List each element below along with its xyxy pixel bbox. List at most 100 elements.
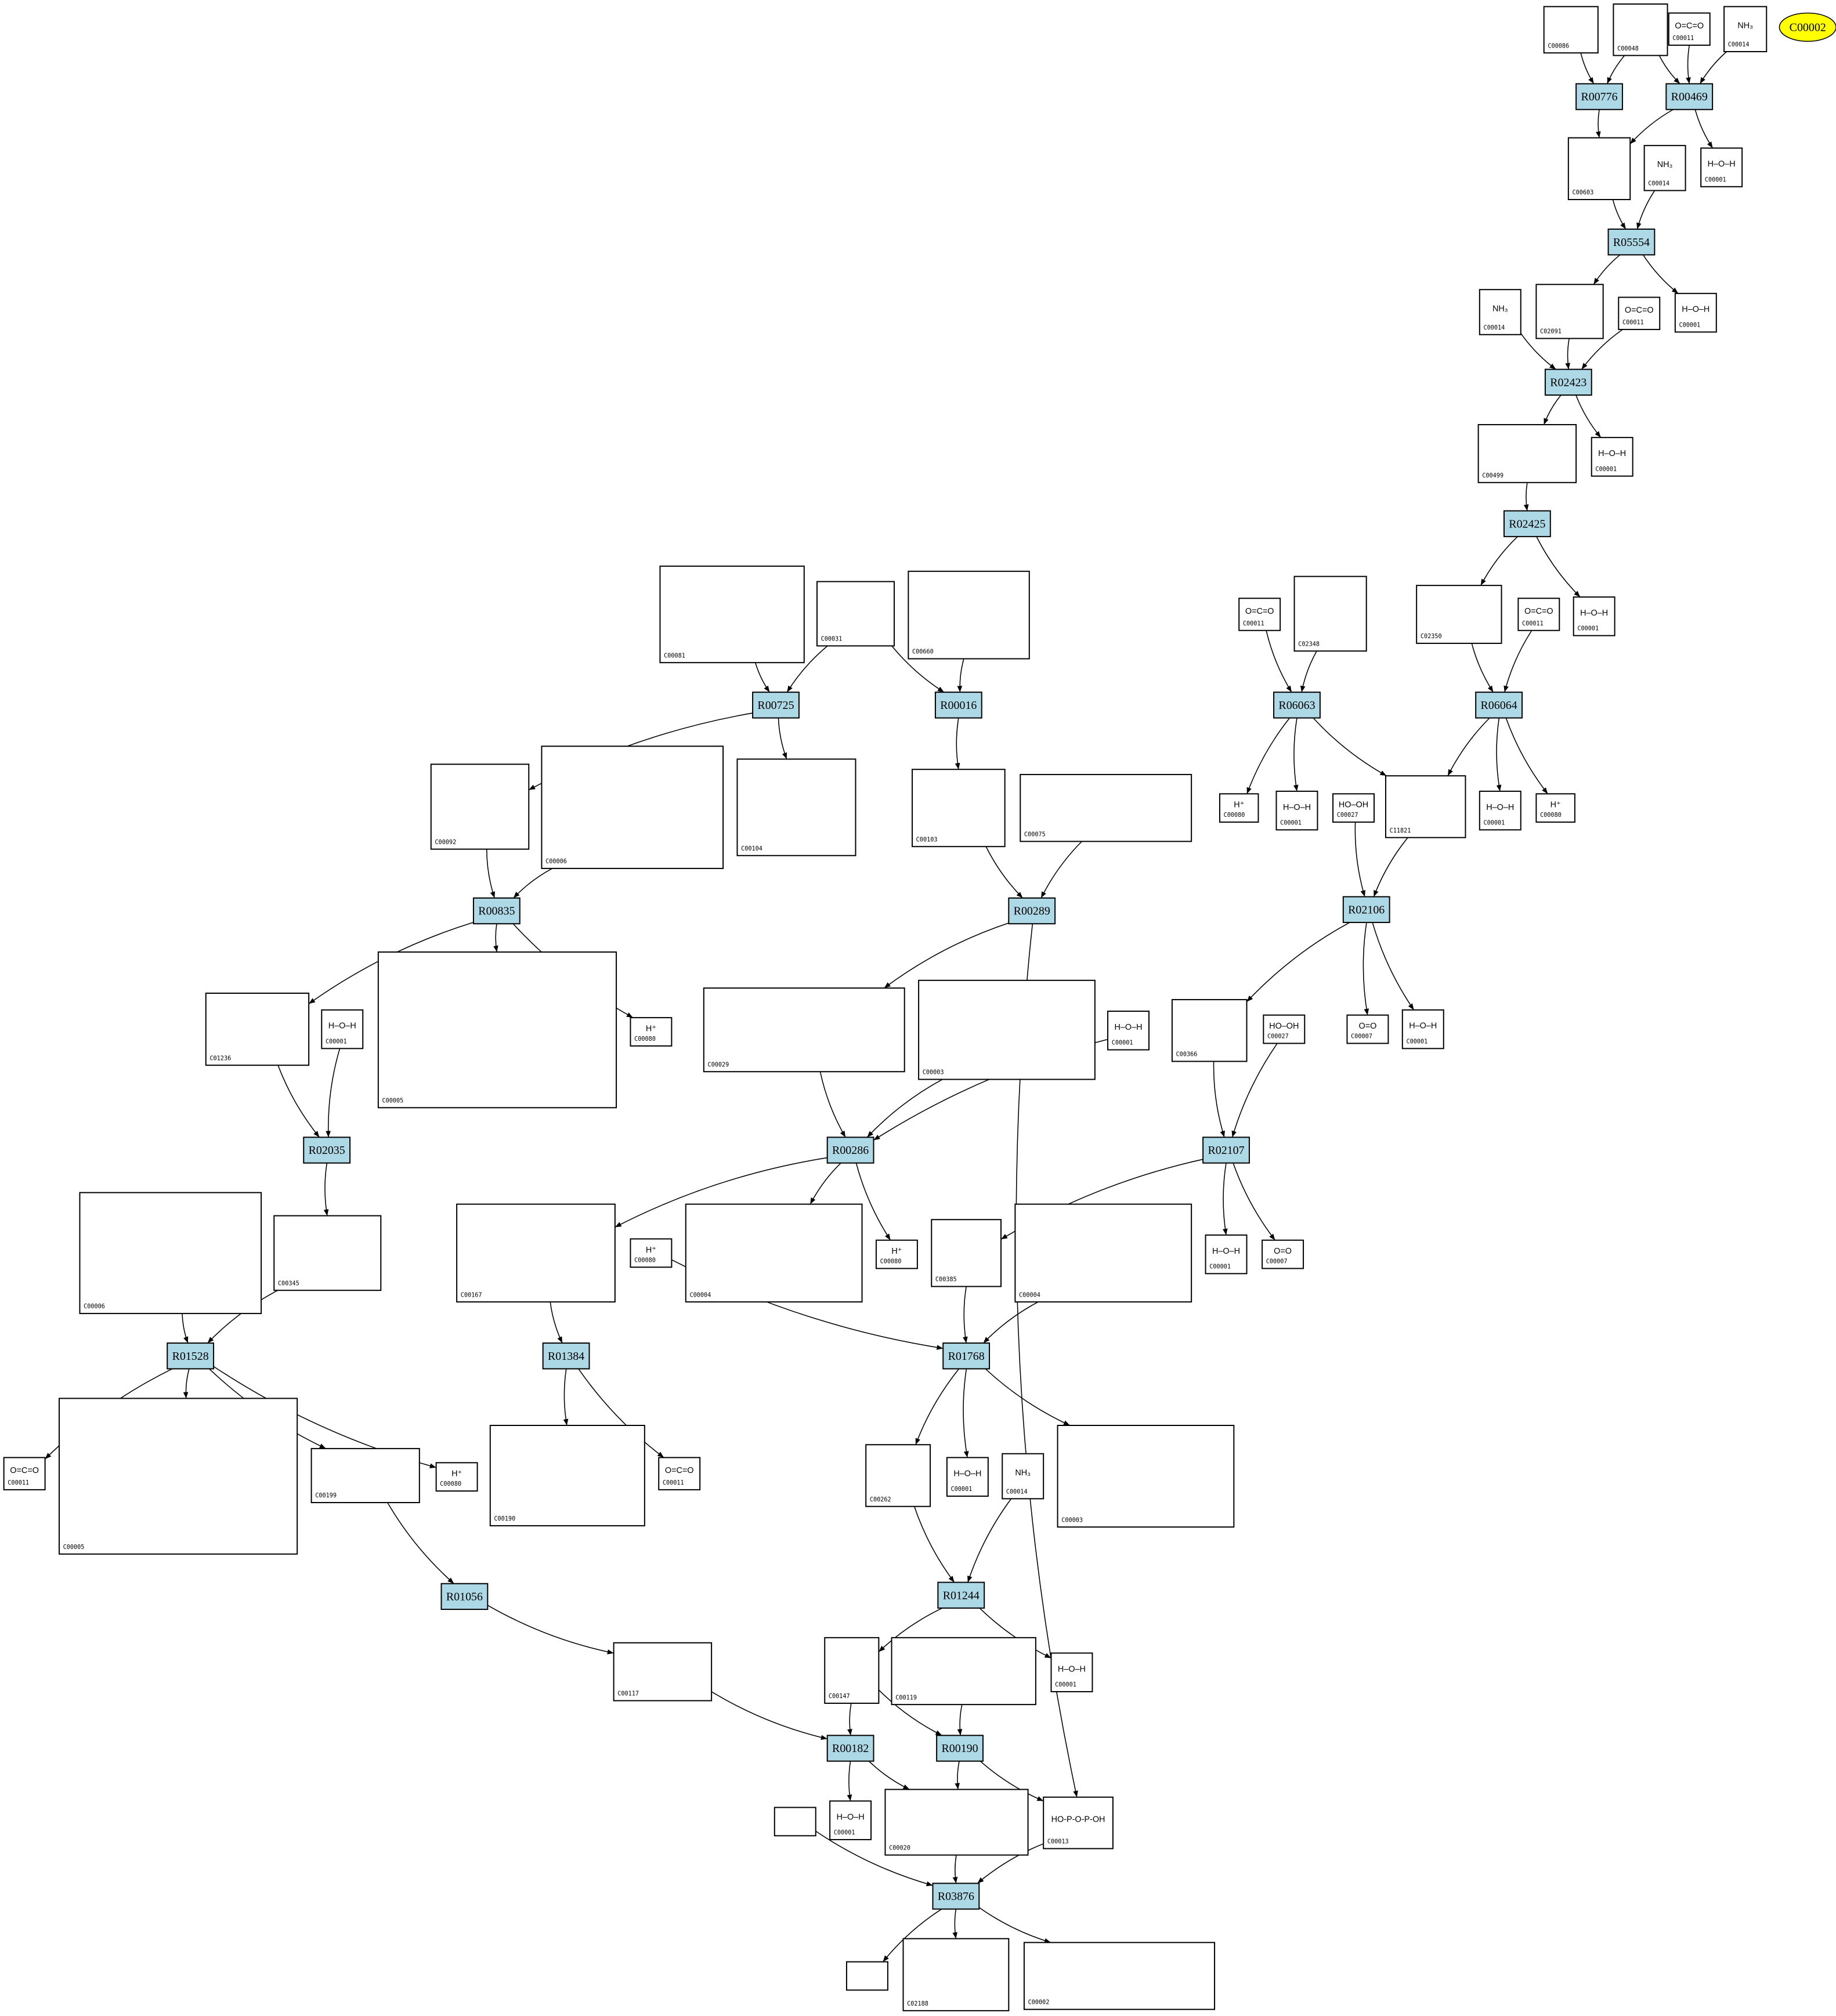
compound-node[interactable] (774, 1807, 816, 1837)
compound-node[interactable]: C02350 (1416, 585, 1502, 644)
reaction-node[interactable]: R00725 (752, 692, 800, 719)
compound-node[interactable]: C00117 (613, 1642, 713, 1702)
compound-node[interactable]: C00190 (489, 1424, 645, 1526)
compound-node[interactable]: C00003 (1057, 1424, 1235, 1528)
compound-node[interactable]: C00660 (908, 570, 1030, 660)
compound-node[interactable]: C00499 (1477, 424, 1577, 483)
reaction-node[interactable]: R01244 (937, 1581, 985, 1609)
reaction-node[interactable]: R06064 (1475, 692, 1523, 719)
reaction-node[interactable]: R03876 (932, 1883, 980, 1910)
reaction-node[interactable]: R00182 (826, 1735, 874, 1762)
compound-id: C00014 (1728, 42, 1750, 48)
reaction-edge (786, 645, 828, 693)
compound-node[interactable]: C02091 (1535, 284, 1604, 339)
compound-node[interactable]: C00092 (430, 763, 530, 850)
compound-node[interactable]: C00020 (884, 1789, 1029, 1856)
reaction-node[interactable]: R01056 (440, 1583, 489, 1610)
reaction-node[interactable]: R06063 (1273, 692, 1321, 719)
highlight-node-c00002[interactable]: C00002 (1779, 12, 1836, 42)
reaction-node[interactable]: R02425 (1503, 510, 1551, 537)
reaction-node[interactable]: R05554 (1607, 228, 1656, 256)
compound-node[interactable]: C00004 (685, 1203, 863, 1303)
compound-node[interactable]: C00005 (377, 951, 617, 1109)
compound-node[interactable]: C00006 (541, 745, 724, 869)
compound-node[interactable]: C00345 (273, 1215, 382, 1291)
reaction-node[interactable]: R00286 (826, 1137, 874, 1164)
compound-node[interactable]: C01236 (205, 993, 310, 1066)
reaction-node[interactable]: R01528 (167, 1342, 215, 1370)
compound-node[interactable]: C00081 (659, 565, 805, 664)
compound-node[interactable]: C02188 (902, 1938, 1010, 2011)
reaction-node[interactable]: R01384 (542, 1342, 590, 1370)
compound-node[interactable]: C00603 (1567, 137, 1631, 200)
reaction-node[interactable]: R00469 (1665, 83, 1714, 110)
compound-node[interactable]: C00006 (79, 1192, 262, 1315)
compound-node[interactable]: C00029 (703, 987, 905, 1073)
reaction-node[interactable]: R00776 (1575, 83, 1623, 110)
compound-node[interactable]: C00003 (918, 979, 1096, 1080)
compound-node[interactable]: C00002 (1023, 1942, 1216, 2010)
compound-node[interactable]: C00262 (865, 1444, 931, 1507)
compound-node[interactable]: H⁺C00080 (1535, 793, 1575, 823)
compound-node[interactable]: H⁺C00080 (630, 1238, 673, 1268)
compound-node[interactable] (845, 1961, 888, 1991)
compound-node[interactable]: C00004 (1014, 1203, 1192, 1303)
compound-node[interactable]: C00086 (1543, 6, 1599, 54)
compound-node[interactable]: H⁺C00080 (435, 1462, 478, 1492)
compound-node[interactable]: C00031 (816, 581, 895, 647)
compound-node[interactable]: C00199 (310, 1447, 420, 1504)
compound-node[interactable]: C00075 (1020, 774, 1192, 842)
reaction-node[interactable]: R00835 (472, 897, 521, 925)
reaction-node[interactable]: R02423 (1544, 368, 1592, 396)
compound-node[interactable]: C00005 (58, 1398, 298, 1555)
reaction-node[interactable]: R02035 (303, 1137, 351, 1164)
compound-node[interactable]: C00048 (1613, 3, 1668, 56)
compound-node[interactable]: C00366 (1171, 999, 1248, 1062)
reaction-node[interactable]: R00289 (1008, 897, 1056, 925)
compound-node[interactable]: H⁺C00080 (875, 1239, 918, 1269)
compound-node[interactable]: C02348 (1293, 576, 1367, 652)
reaction-node[interactable]: R01768 (942, 1342, 991, 1370)
compound-node[interactable]: C00103 (912, 769, 1006, 848)
reaction-node[interactable]: R00016 (934, 692, 982, 719)
compound-node[interactable]: C00385 (931, 1219, 1002, 1287)
reaction-node[interactable]: R02107 (1202, 1137, 1250, 1164)
compound-node[interactable]: C00104 (736, 758, 856, 856)
reaction-node[interactable]: R00190 (936, 1735, 984, 1762)
reaction-node[interactable]: R02106 (1342, 896, 1390, 924)
compound-node[interactable]: H⁺C00080 (630, 1017, 673, 1047)
compound-node[interactable]: C00119 (891, 1637, 1036, 1706)
compound-node[interactable]: C00167 (456, 1203, 616, 1303)
compound-node[interactable]: C11821 (1385, 775, 1466, 838)
compound-node[interactable]: H⁺C00080 (1219, 793, 1259, 823)
compound-node[interactable]: C00147 (824, 1637, 880, 1704)
